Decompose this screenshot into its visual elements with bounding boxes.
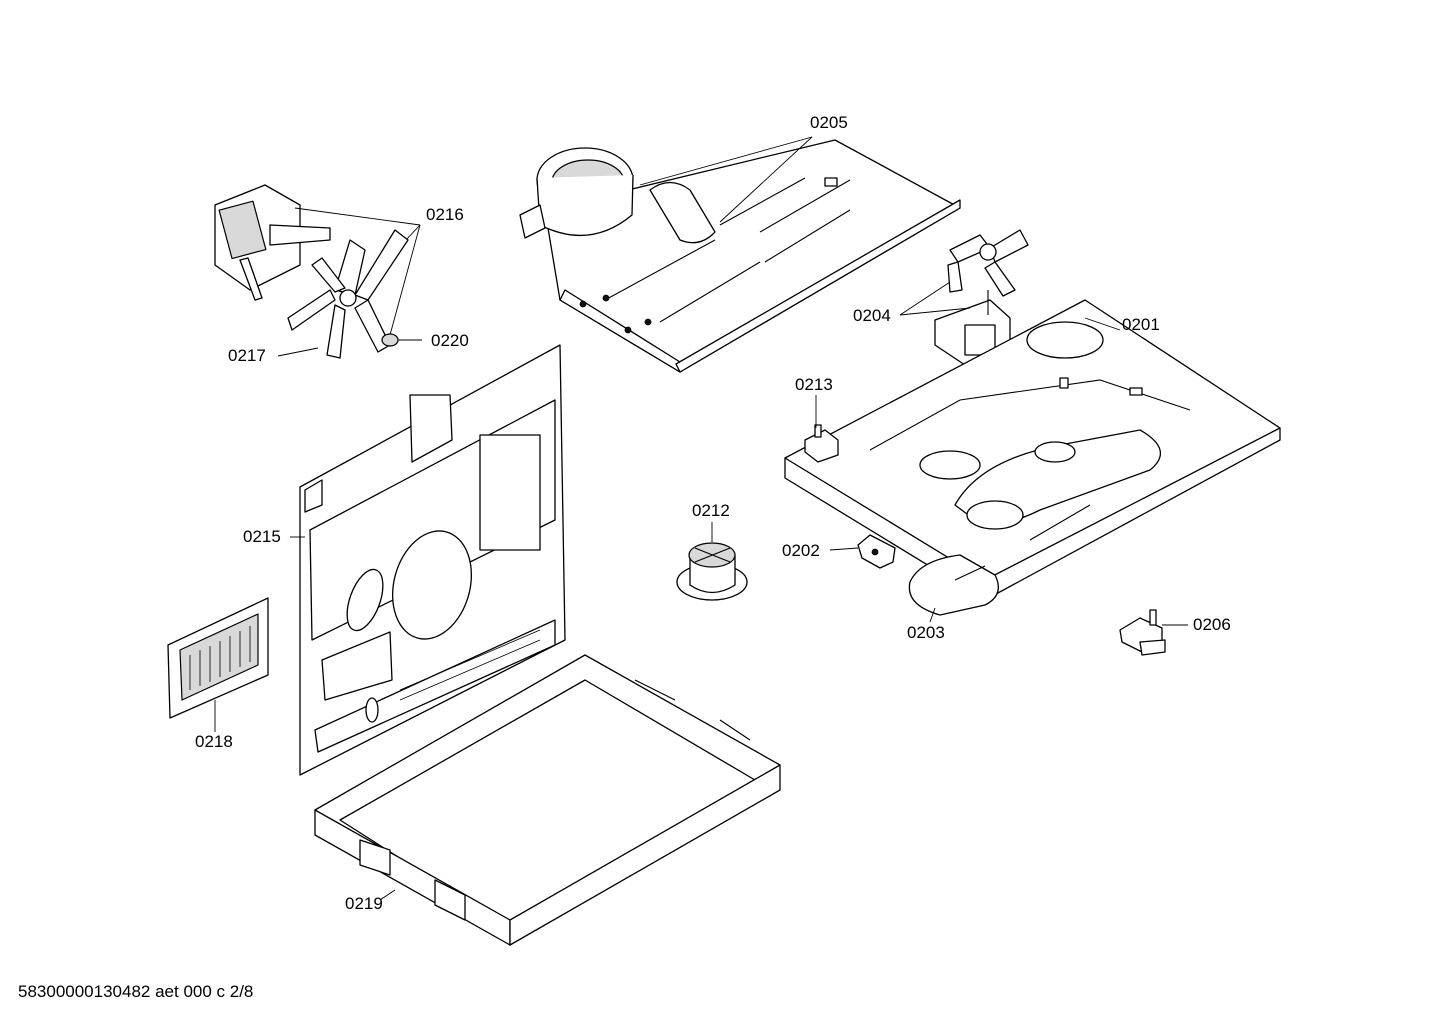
part-0215-rear-panel: [290, 344, 566, 776]
callout-0202: 0202: [782, 541, 820, 560]
part-0206-limiter: [1119, 609, 1188, 656]
document-id-footer: 58300000130482 aet 000 c 2/8: [18, 982, 254, 1001]
part-0219-base-tray: [314, 654, 781, 946]
callout-0213: 0213: [795, 375, 833, 394]
callout-0203: 0203: [907, 623, 945, 642]
part-0213-thermostat: [804, 395, 839, 463]
part-0201-base-plate: [784, 299, 1281, 601]
part-0220-nut: [381, 333, 422, 347]
callout-0220: 0220: [431, 331, 469, 350]
part-0218-grille: [167, 597, 269, 732]
callout-0218: 0218: [195, 732, 233, 751]
part-0212-fan-housing: [676, 522, 748, 601]
part-0203-deflector: [908, 554, 999, 623]
callout-0204: 0204: [853, 306, 891, 325]
callout-0201: 0201: [1122, 315, 1160, 334]
part-0205-air-duct: [519, 136, 961, 373]
callout-0216: 0216: [426, 205, 464, 224]
part-0202-bracket: [829, 534, 896, 569]
callout-0219: 0219: [345, 894, 383, 913]
callout-0206: 0206: [1193, 615, 1231, 634]
callout-0215: 0215: [243, 527, 281, 546]
part-0217-fan-blade: [277, 229, 409, 359]
callout-0217: 0217: [228, 346, 266, 365]
callout-0205: 0205: [810, 113, 848, 132]
part-0216-fan-motor: [214, 184, 421, 336]
callout-0212: 0212: [692, 501, 730, 520]
